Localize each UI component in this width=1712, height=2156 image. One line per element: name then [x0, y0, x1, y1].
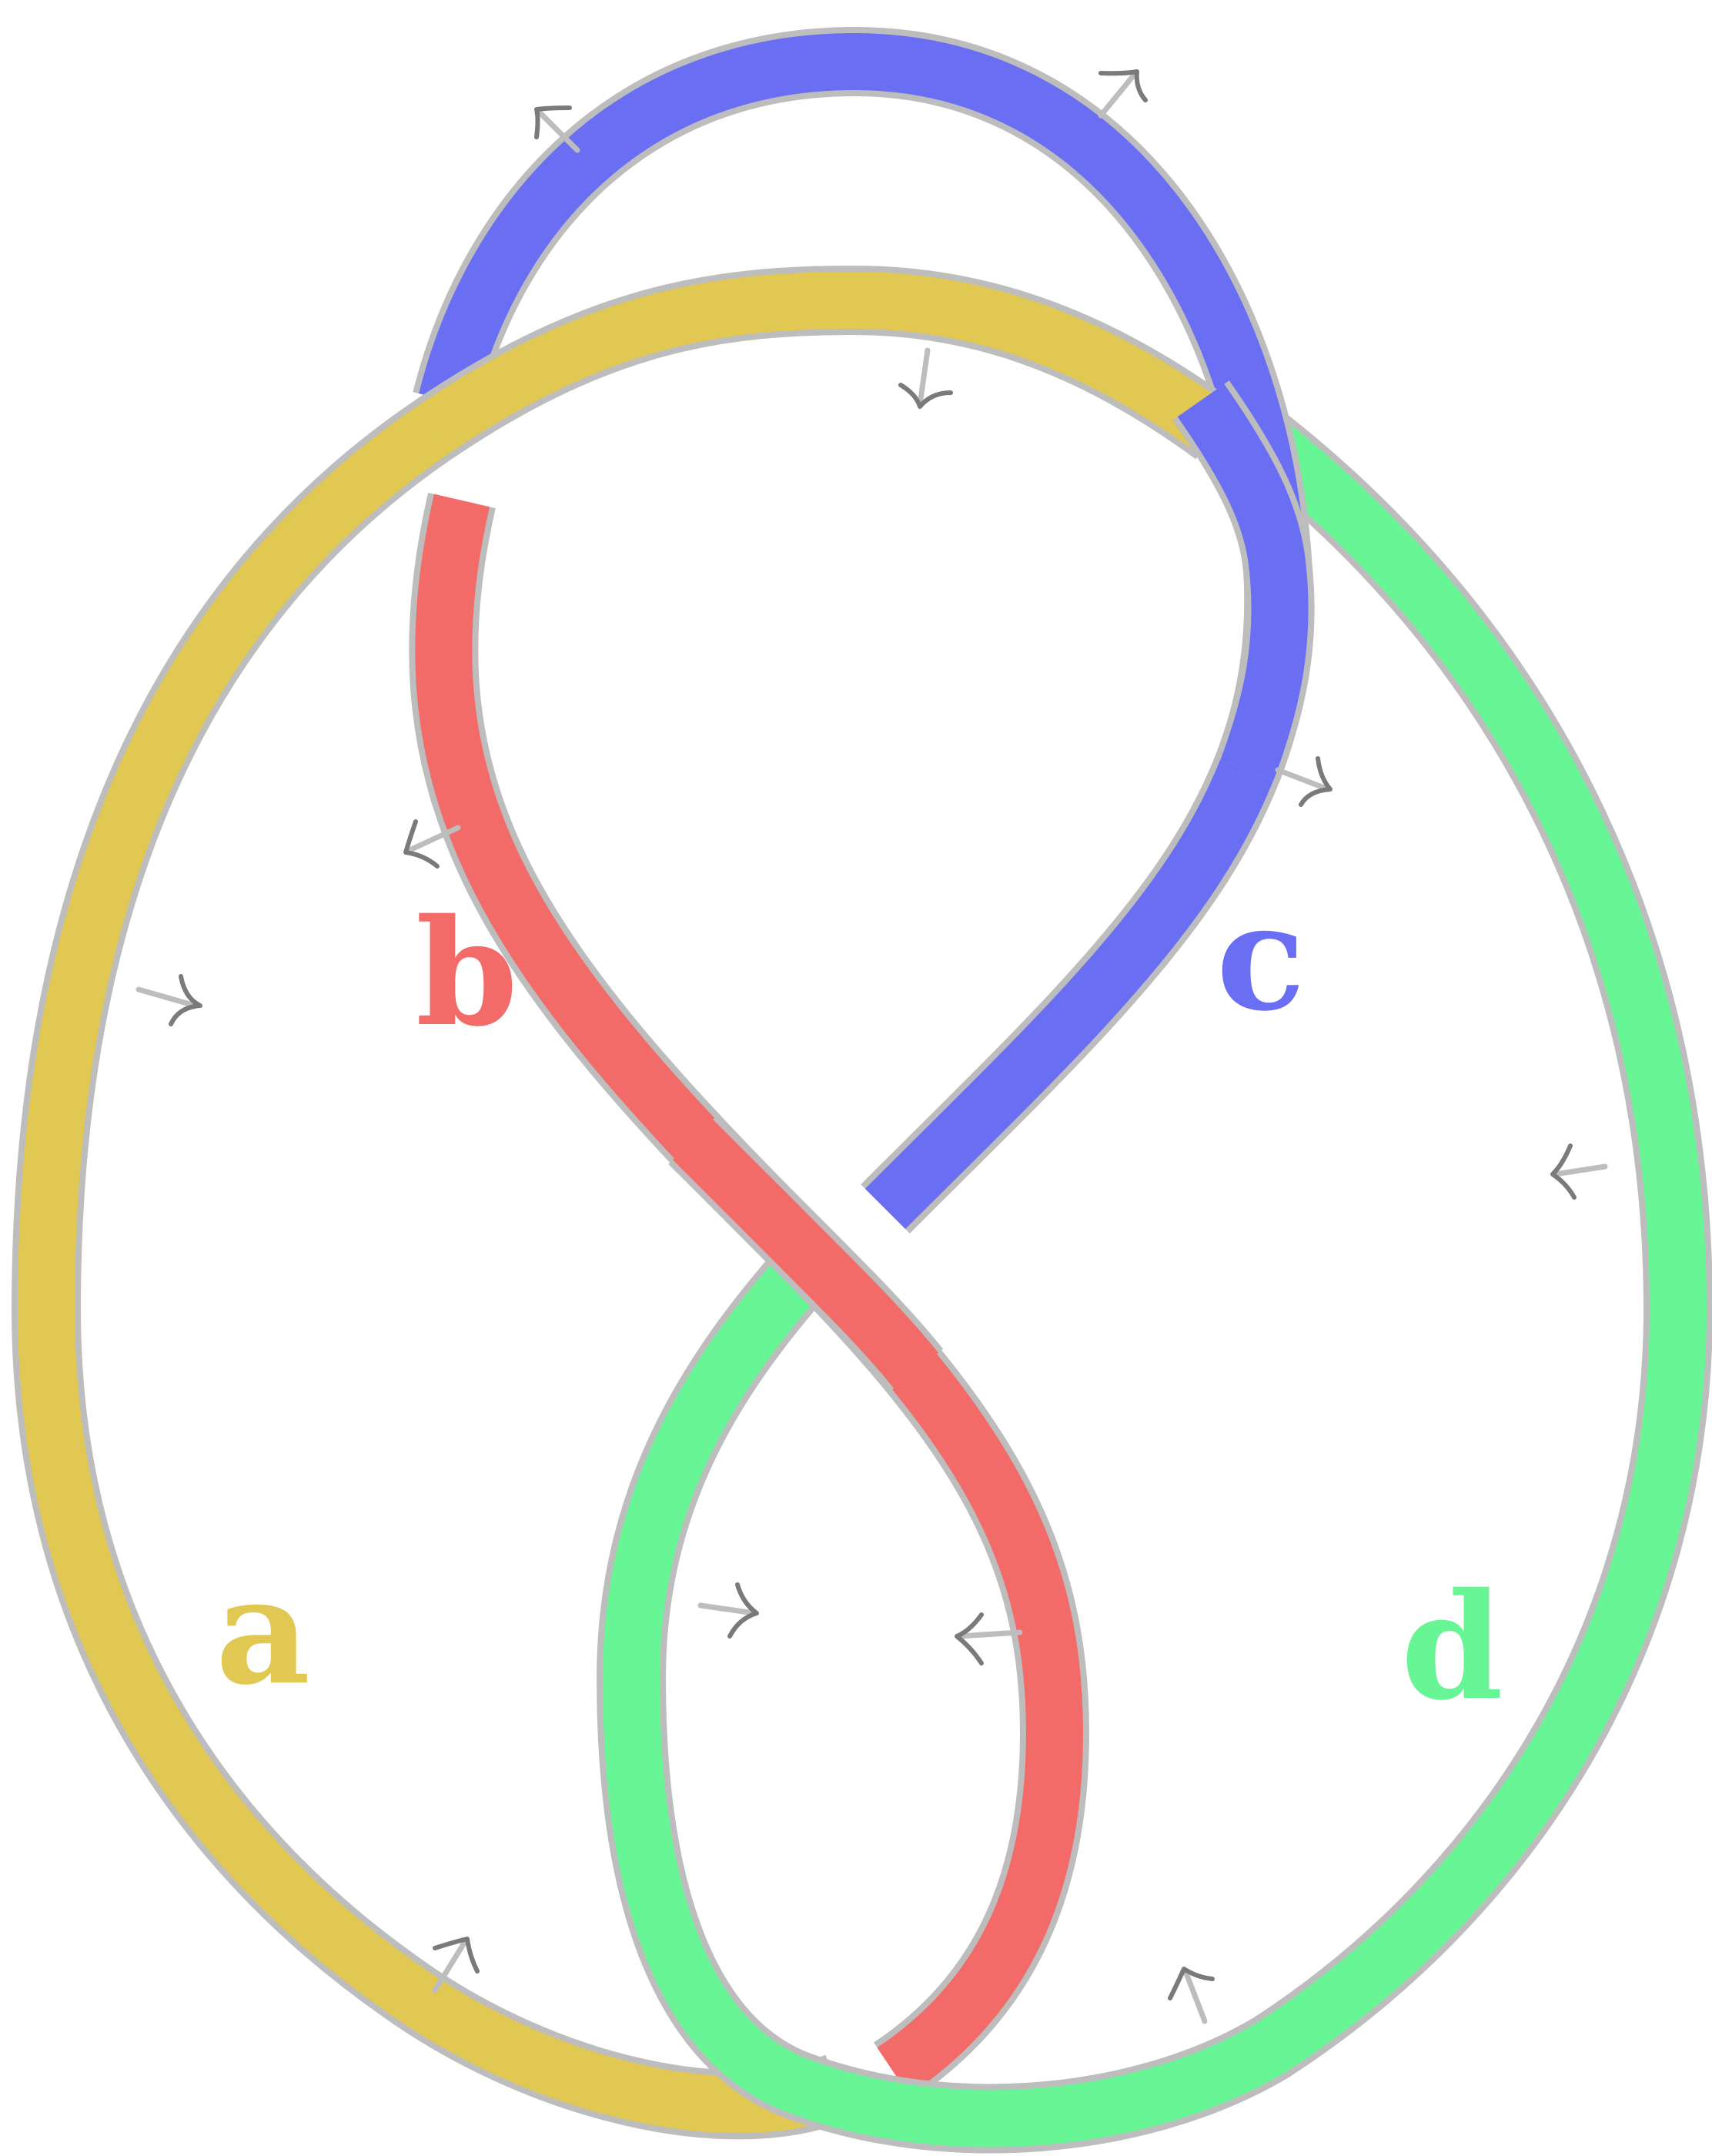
arrow-a-top: [898, 347, 953, 409]
arc-b-band: [415, 494, 1083, 2095]
arrow-a-left: [135, 974, 202, 1026]
arrow-d-right: [1550, 1143, 1608, 1200]
arrow-c-topright: [1098, 69, 1148, 119]
arrow-c-topleft: [534, 105, 580, 153]
arc-d-overpass: [788, 2018, 1288, 2154]
arc-b: [409, 492, 1089, 2101]
arc-c: [413, 27, 1314, 1234]
arc-a-overpass: [411, 266, 1237, 460]
arc-c-band: [419, 33, 1308, 1230]
arc-label-c: c: [1216, 872, 1306, 1043]
arrow-d-inner: [697, 1582, 759, 1639]
arrow-b-bottom: [955, 1612, 1023, 1666]
arc-label-b: b: [416, 887, 518, 1059]
arrow-a-bottom: [432, 1937, 480, 1994]
arrow-b-left: [403, 819, 461, 869]
arrow-d-bottom: [1168, 1967, 1215, 2024]
arc-c-overpass: [1172, 380, 1315, 782]
arrow-c-right: [1275, 756, 1332, 807]
arc-label-a: a: [216, 1545, 310, 1717]
arc-label-d: d: [1401, 1561, 1503, 1732]
arc-b-overpass: [668, 1115, 944, 1393]
